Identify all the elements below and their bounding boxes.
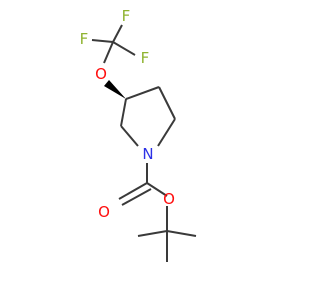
atom-labels: F F F O N O O (80, 7, 175, 221)
bonds (91, 24, 197, 262)
bond-carbonyl-double-1 (118, 182, 148, 200)
bond-cf3-o (103, 41, 114, 64)
atom-n-ring: N (142, 145, 153, 163)
bond-cf3-f-left (91, 39, 114, 43)
bond-ring-c2-c3 (120, 98, 127, 127)
bond-ring-c4-c5 (158, 86, 176, 120)
atom-f-left: F (80, 30, 89, 48)
atom-o-carbonyl: O (98, 203, 110, 221)
bond-tert-methyl-left (137, 230, 168, 237)
atom-o-ether: O (95, 65, 107, 83)
atom-f-right: F (141, 49, 150, 67)
stereo-wedge-bond (104, 80, 126, 99)
bond-cf3-f-right (112, 41, 136, 56)
atom-o-ester: O (163, 190, 175, 208)
bond-ring-c5-n (157, 118, 176, 147)
bond-cf3-f-top (112, 24, 123, 43)
bond-ring-n-c2 (120, 125, 139, 147)
atom-f-top: F (122, 7, 131, 25)
molecule-structure: F F F O N O O (80, 7, 197, 262)
bond-carbonyl-ester-o (146, 182, 168, 197)
bond-tert-methyl-right (166, 230, 197, 237)
bond-carbonyl-double-2 (121, 188, 152, 206)
bond-ring-c3-c4 (125, 86, 160, 100)
